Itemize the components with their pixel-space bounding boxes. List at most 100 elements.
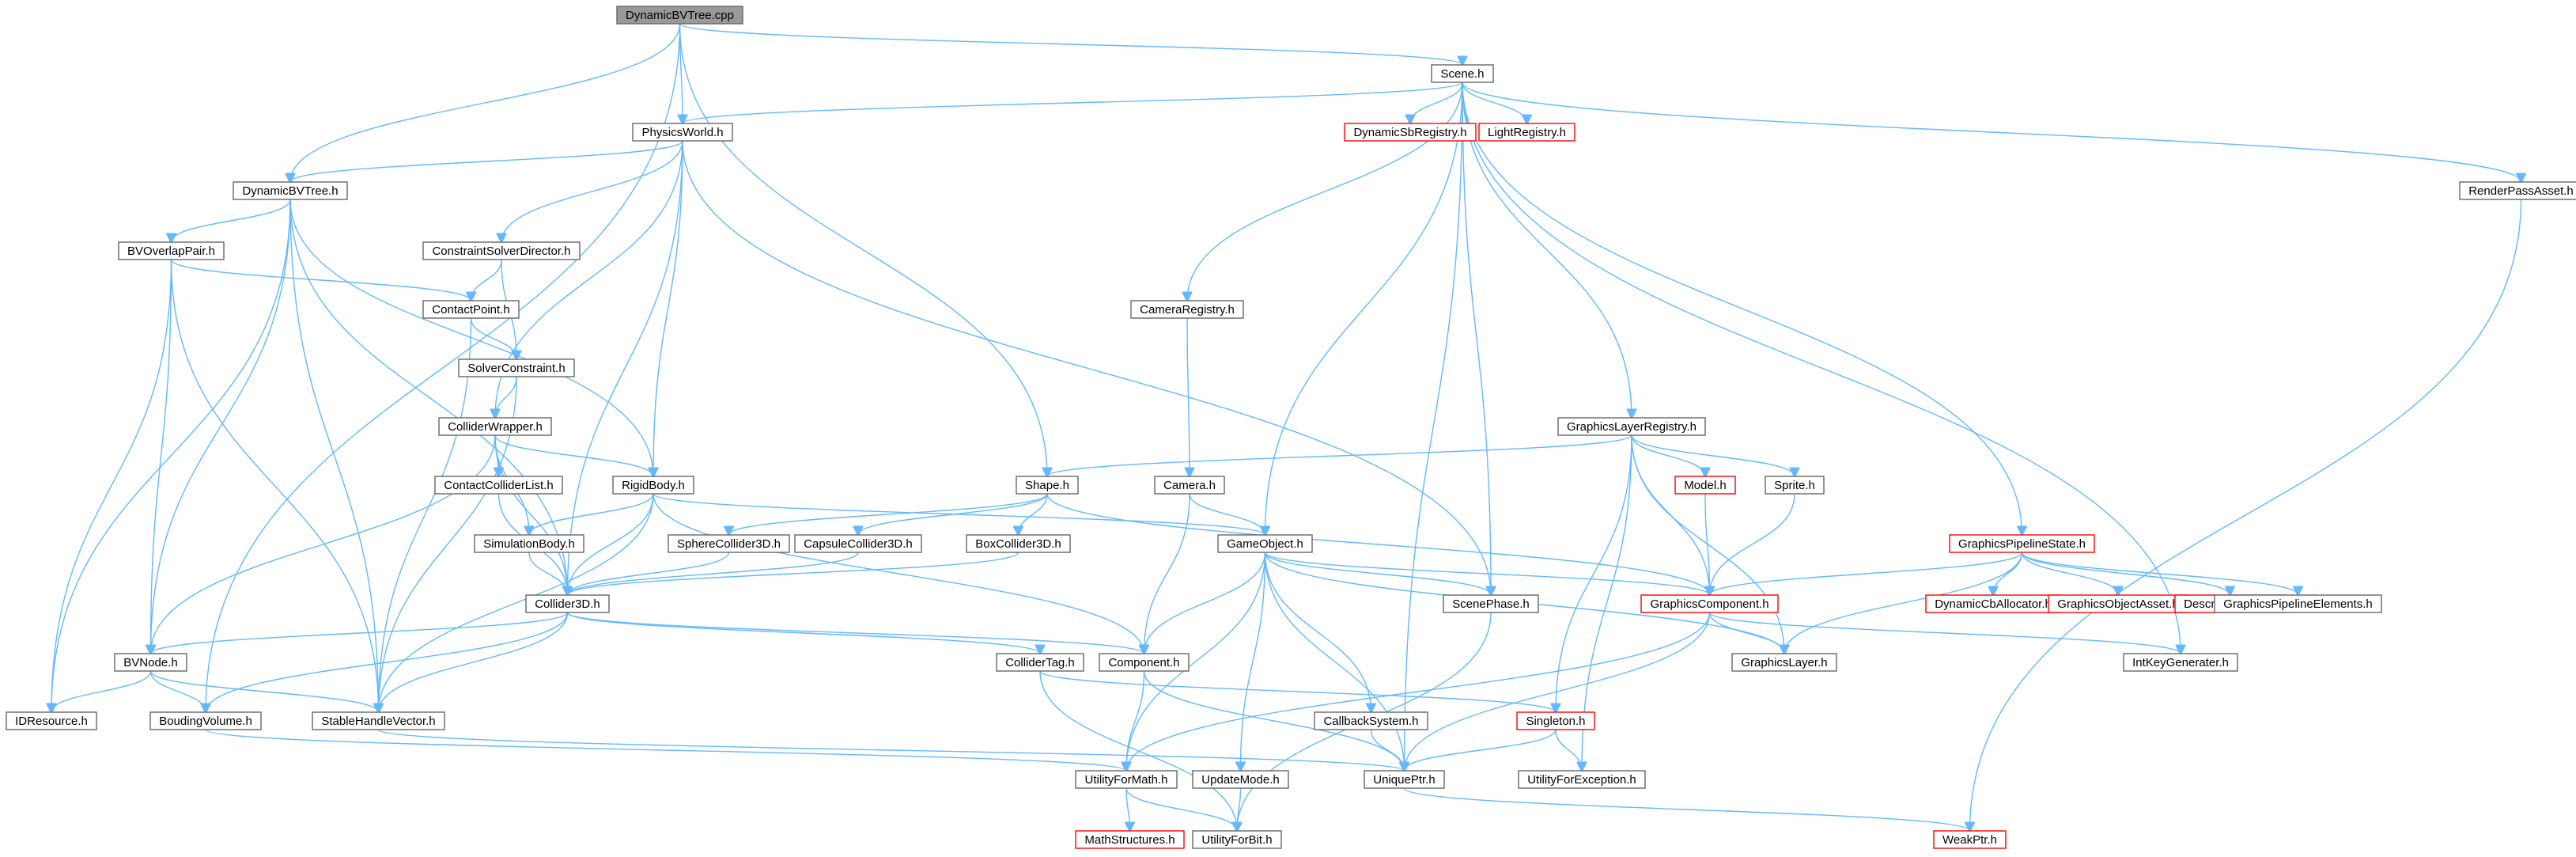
node-singleton-h[interactable]: Singleton.h	[1516, 711, 1595, 730]
node-box	[118, 241, 225, 260]
node-boudingvolume-h[interactable]: BoudingVolume.h	[149, 711, 262, 730]
node-rigidbody-h[interactable]: RigidBody.h	[612, 476, 694, 495]
node-label: Shape.h	[1025, 479, 1069, 492]
edge-scene-h-to-dynamicsbregistry-h	[1410, 82, 1463, 123]
node-spherecollider3d-h[interactable]: SphereCollider3D.h	[668, 534, 790, 553]
node-camera-h[interactable]: Camera.h	[1154, 476, 1225, 495]
node-solverconstraint-h[interactable]: SolverConstraint.h	[458, 358, 575, 377]
node-dynamicsbregistry-h[interactable]: DynamicSbRegistry.h	[1344, 123, 1477, 142]
node-idresource-h[interactable]: IDResource.h	[6, 711, 97, 730]
node-uniqueptr-h[interactable]: UniquePtr.h	[1364, 770, 1445, 789]
node-utilityforbit-h[interactable]: UtilityForBit.h	[1192, 830, 1282, 849]
node-box	[1431, 64, 1494, 83]
node-contactpoint-h[interactable]: ContactPoint.h	[422, 300, 520, 319]
node-graphicscomponent-h[interactable]: GraphicsComponent.h	[1640, 594, 1779, 613]
node-colliderwrapper-h[interactable]: ColliderWrapper.h	[438, 417, 552, 436]
node-label: PhysicsWorld.h	[641, 126, 723, 139]
node-graphicspipelinestate-h[interactable]: GraphicsPipelineState.h	[1949, 534, 2095, 553]
node-constraintsolverdirector-h[interactable]: ConstraintSolverDirector.h	[422, 241, 581, 260]
node-label: ConstraintSolverDirector.h	[432, 245, 570, 258]
node-label: Sprite.h	[1774, 479, 1815, 492]
node-stablehandlevector-h[interactable]: StableHandleVector.h	[312, 711, 445, 730]
node-weakptr-h[interactable]: WeakPtr.h	[1933, 830, 2007, 849]
node-contactcolliderlist-h[interactable]: ContactColliderList.h	[434, 476, 563, 495]
node-label: WeakPtr.h	[1942, 833, 1997, 847]
edge-bvnode-h-to-idresource-h	[51, 670, 152, 712]
edge-dbvtree-h-to-bvnode-h	[151, 199, 291, 654]
node-box	[1364, 770, 1445, 789]
node-box	[474, 534, 584, 553]
node-graphicsobjectasset-h[interactable]: GraphicsObjectAsset.h	[2048, 594, 2188, 613]
node-box	[1075, 830, 1185, 849]
node-label: ContactColliderList.h	[444, 479, 553, 492]
node-label: SolverConstraint.h	[467, 362, 565, 375]
node-dbvtree-h[interactable]: DynamicBVTree.h	[233, 181, 348, 200]
node-box	[616, 6, 743, 25]
edge-collider3d-h-to-component-h	[566, 612, 1144, 654]
node-bvoverlappair-h[interactable]: BVOverlapPair.h	[118, 241, 225, 260]
edge-graphicspipelinestate-h-to-graphicsobjectasset-h	[2021, 552, 2119, 595]
node-bvnode-h[interactable]: BVNode.h	[114, 653, 187, 672]
node-label: GraphicsObjectAsset.h	[2057, 597, 2178, 611]
node-cameraregistry-h[interactable]: CameraRegistry.h	[1130, 300, 1244, 319]
node-box	[1443, 594, 1539, 613]
edge-physicsworld-h-to-dbvtree-h	[290, 140, 683, 182]
node-box	[1478, 123, 1575, 142]
node-component-h[interactable]: Component.h	[1099, 653, 1190, 672]
node-renderpassasset-h[interactable]: RenderPassAsset.h	[2459, 181, 2576, 200]
edge-scene-h-to-cameraregistry-h	[1187, 82, 1463, 301]
node-callbacksystem-h[interactable]: CallbackSystem.h	[1314, 711, 1428, 730]
node-lightregistry-h[interactable]: LightRegistry.h	[1478, 123, 1575, 142]
node-box	[632, 123, 733, 142]
node-utilityformath-h[interactable]: UtilityForMath.h	[1075, 770, 1178, 789]
node-capsulecollider3d-h[interactable]: CapsuleCollider3D.h	[794, 534, 922, 553]
node-label: UtilityForBit.h	[1201, 833, 1272, 847]
edge-contactpoint-h-to-stablehandlevector-h	[379, 317, 472, 712]
node-boxcollider3d-h[interactable]: BoxCollider3D.h	[966, 534, 1071, 553]
edges-layer	[51, 23, 2521, 831]
node-intkeygenerater-h[interactable]: IntKeyGenerater.h	[2123, 653, 2238, 672]
node-box	[434, 476, 563, 495]
node-label: GraphicsLayerRegistry.h	[1567, 420, 1697, 434]
node-updatemode-h[interactable]: UpdateMode.h	[1192, 770, 1289, 789]
node-label: Collider3D.h	[535, 597, 600, 611]
node-mathstructures-h[interactable]: MathStructures.h	[1075, 830, 1185, 849]
node-utilityforexception-h[interactable]: UtilityForException.h	[1518, 770, 1646, 789]
edge-shape-h-to-graphicscomponent-h	[1046, 493, 1710, 595]
node-dynamiccballocator-h[interactable]: DynamicCbAllocator.h	[1925, 594, 2061, 613]
edge-gameobject-h-to-component-h	[1144, 552, 1266, 654]
node-shape-h[interactable]: Shape.h	[1016, 476, 1079, 495]
edge-constraintsolverdirector-h-to-contactpoint-h	[471, 259, 502, 301]
edge-model-h-to-graphicscomponent-h	[1705, 493, 1710, 595]
node-label: ColliderTag.h	[1005, 656, 1075, 669]
edge-shape-h-to-capsulecollider3d-h	[858, 493, 1048, 535]
node-scenephase-h[interactable]: ScenePhase.h	[1443, 594, 1539, 613]
edge-cameraregistry-h-to-camera-h	[1187, 317, 1190, 476]
node-scene-h[interactable]: Scene.h	[1431, 64, 1494, 83]
edge-bvoverlappair-h-to-stablehandlevector-h	[170, 259, 379, 712]
edge-dbvtree-h-to-rigidbody-h	[289, 199, 653, 476]
edge-gameobject-h-to-uniqueptr-h	[1264, 552, 1405, 771]
edge-singleton-h-to-uniqueptr-h	[1405, 729, 1557, 771]
node-simulationbody-h[interactable]: SimulationBody.h	[474, 534, 584, 553]
node-model-h[interactable]: Model.h	[1674, 476, 1736, 495]
node-box	[1557, 417, 1706, 436]
edge-gameobject-h-to-updatemode-h	[1241, 552, 1266, 771]
edge-graphicslayerregistry-h-to-sprite-h	[1631, 434, 1795, 476]
edge-colliderwrapper-h-to-bvnode-h	[151, 434, 496, 654]
node-box	[149, 711, 262, 730]
edge-dbvtree-cpp-to-scene-h	[679, 23, 1463, 65]
node-graphicspipelineelements-h[interactable]: GraphicsPipelineElements.h	[2214, 594, 2382, 613]
node-sprite-h[interactable]: Sprite.h	[1765, 476, 1825, 495]
node-label: ContactPoint.h	[432, 303, 509, 317]
node-collidertag-h[interactable]: ColliderTag.h	[996, 653, 1084, 672]
node-collider3d-h[interactable]: Collider3D.h	[525, 594, 610, 613]
node-gameobject-h[interactable]: GameObject.h	[1217, 534, 1313, 553]
node-graphicslayer-h[interactable]: GraphicsLayer.h	[1731, 653, 1837, 672]
edge-bvoverlappair-h-to-contactpoint-h	[170, 259, 471, 301]
edge-collider3d-h-to-boudingvolume-h	[206, 612, 569, 712]
node-physicsworld-h[interactable]: PhysicsWorld.h	[632, 123, 733, 142]
node-graphicslayerregistry-h[interactable]: GraphicsLayerRegistry.h	[1557, 417, 1706, 436]
node-box	[114, 653, 187, 672]
